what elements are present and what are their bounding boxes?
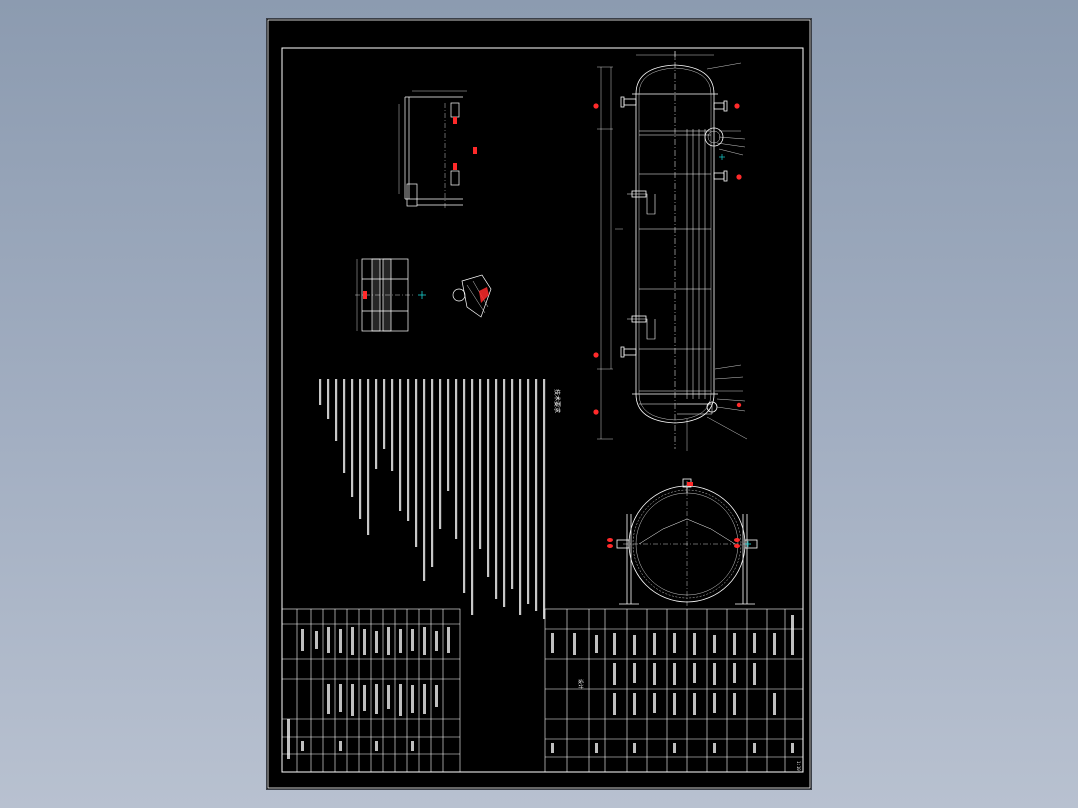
cross-red-markers <box>607 482 740 548</box>
title-cell-text <box>551 615 794 753</box>
vessel-red-markers <box>593 103 742 415</box>
nozzle-red-marks <box>453 117 477 170</box>
vessel-cross-section <box>616 478 758 607</box>
drawing-sheet: 技术要求 <box>267 19 811 789</box>
flange-red-mark <box>363 291 367 299</box>
technical-notes: 技术要求 <box>319 379 561 619</box>
sheet-scale: 1:10 <box>796 761 801 771</box>
vessel-accent-markers <box>719 154 725 160</box>
cross-accent-marker <box>745 541 751 547</box>
bom-table <box>281 608 461 773</box>
notes-heading: 技术要求 <box>553 389 561 413</box>
outer-border <box>267 19 811 789</box>
bom-cell-text <box>287 627 450 759</box>
inner-frame <box>281 47 804 773</box>
title-stamp: 设计 <box>577 679 584 689</box>
weld-red-hatch <box>479 287 489 303</box>
title-block <box>544 608 804 773</box>
cad-drawing: 技术要求 <box>267 19 811 789</box>
nozzle-detail <box>398 90 467 209</box>
vessel-elevation <box>597 51 748 451</box>
flange-accent-mark <box>418 291 426 299</box>
flange-detail <box>355 258 415 332</box>
